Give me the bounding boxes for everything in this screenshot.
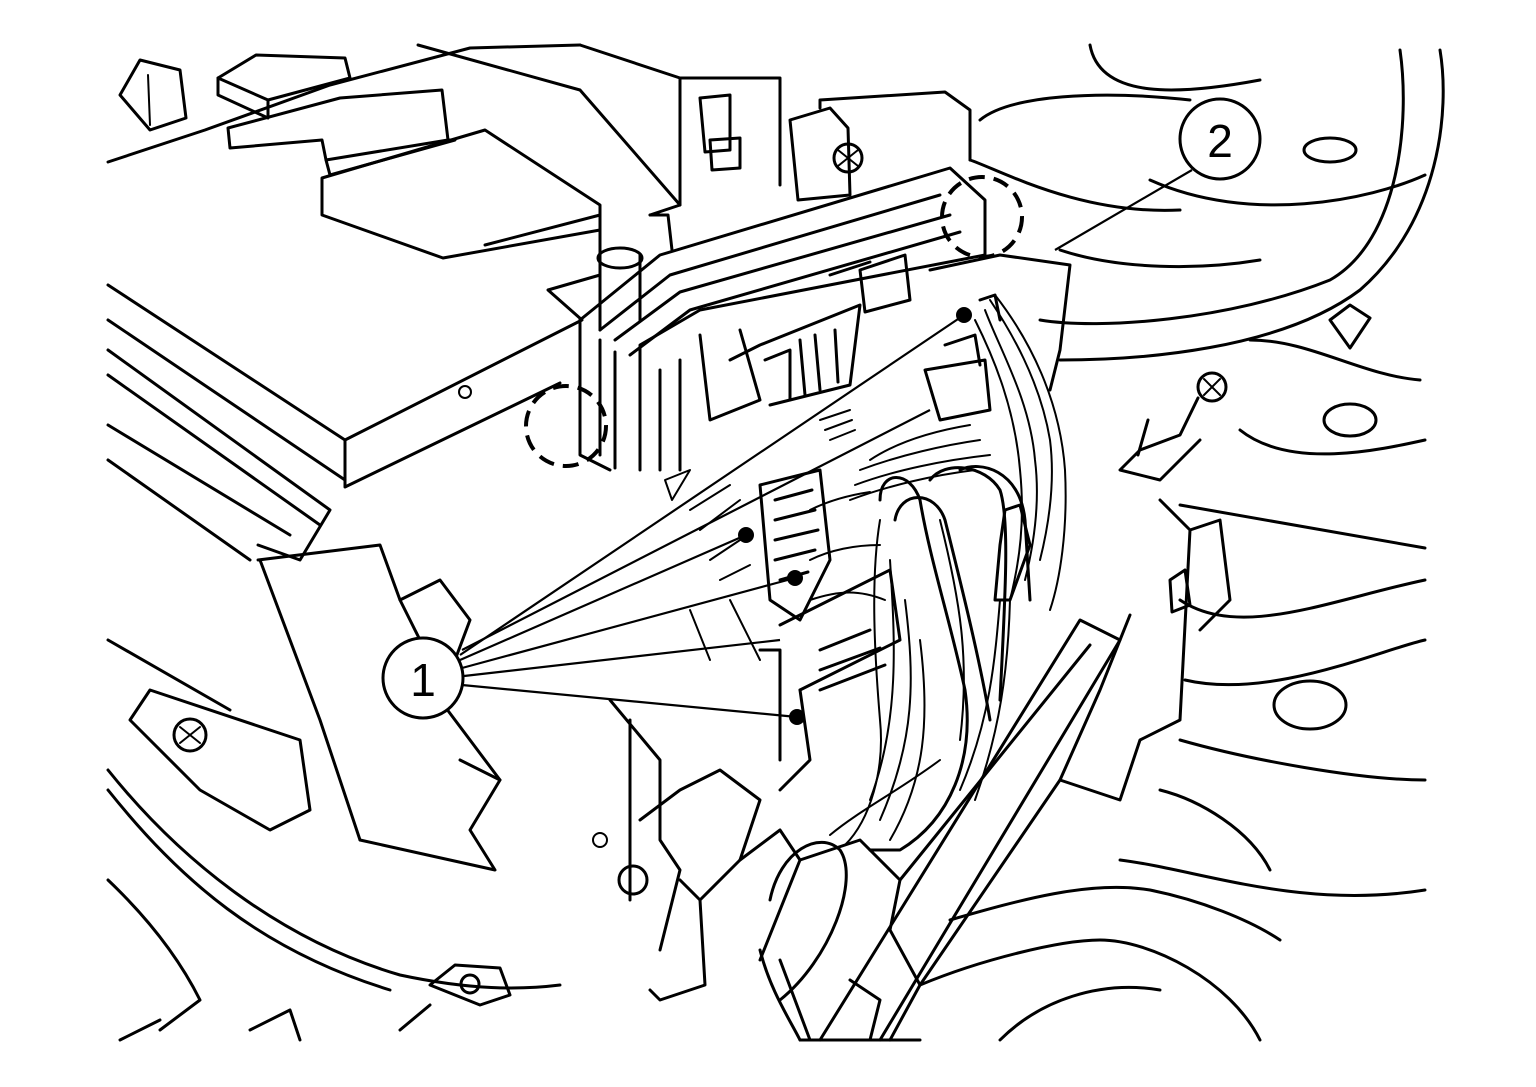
leader-dot-1e: [789, 709, 805, 725]
callout-1: 1: [381, 636, 465, 720]
leader-1-f: [461, 409, 931, 651]
callout-2-circle: [1178, 97, 1262, 181]
leader-1-c: [461, 576, 796, 670]
callout-2-label: 2: [1207, 115, 1233, 167]
engine-bay-background: [106, 43, 1445, 1042]
leader-2: [1054, 169, 1193, 251]
wiring-harness: [758, 293, 1067, 1042]
ecm-module: [578, 166, 1282, 1042]
leader-dot-1b: [738, 527, 754, 543]
clip-location-upper: [940, 175, 1024, 259]
callout-2: 2: [1178, 97, 1262, 181]
callout-1-label: 1: [410, 654, 436, 706]
callout-1-circle: [381, 636, 465, 720]
leader-1-b: [459, 533, 747, 662]
leader-1-d: [463, 638, 781, 678]
clip-location-lower: [524, 384, 608, 468]
leader-1-a: [459, 314, 965, 656]
callout-leaders: [459, 169, 1193, 725]
leader-1-e: [461, 683, 798, 719]
clip-location-markers: [524, 175, 1024, 468]
leader-dot-1a: [956, 307, 972, 323]
leader-dot-1c: [787, 570, 803, 586]
